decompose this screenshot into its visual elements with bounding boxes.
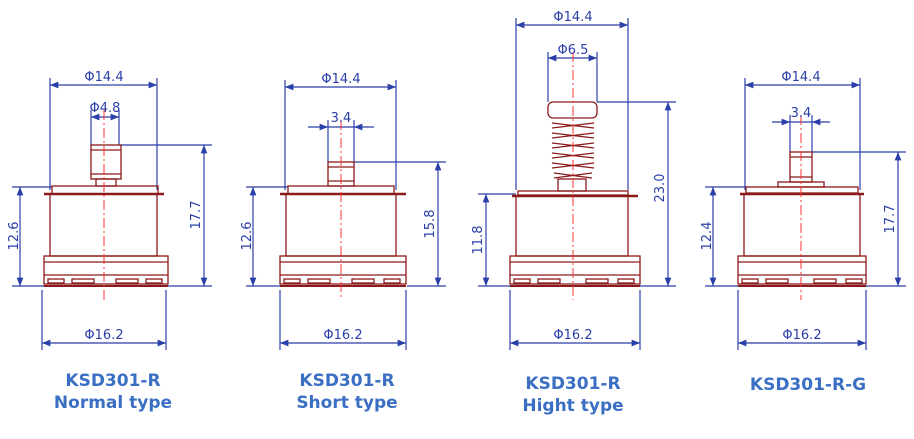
total-height-label: 23.0 [653, 174, 668, 203]
dimension-lines [478, 18, 676, 350]
bottom-diameter-label: Φ16.2 [553, 328, 592, 343]
part-outline [279, 161, 407, 287]
model-name: KSD301-R [65, 371, 161, 391]
total-height-label: 17.7 [883, 205, 898, 234]
stem-diameter-label: Φ4.8 [90, 101, 121, 116]
model-name: KSD301-R [525, 374, 621, 394]
top-diameter-label: Φ14.4 [321, 72, 360, 87]
part-outline [509, 101, 641, 287]
caption-hight-type: KSD301-R Hight type [473, 373, 673, 417]
body-height-label: 11.8 [471, 226, 486, 255]
caption-ksd301-r-g: KSD301-R-G [708, 374, 908, 396]
model-name: KSD301-R-G [749, 375, 867, 395]
part-outline [737, 151, 867, 287]
body-height-label: 12.6 [240, 222, 255, 251]
bottom-diameter-label: Φ16.2 [323, 328, 362, 343]
unit-hight-type: Φ14.4 Φ6.5 Φ16.2 11.8 23.0 [471, 10, 676, 350]
stem-diameter-label: Φ6.5 [558, 43, 589, 58]
bottom-diameter-label: Φ16.2 [782, 328, 821, 343]
dimension-lines [12, 78, 212, 350]
unit-short-type: Φ14.4 3.4 Φ16.2 12.6 15.8 [240, 72, 446, 350]
model-subtitle: Normal type [53, 393, 173, 413]
stem-diameter-label: 3.4 [791, 106, 812, 121]
model-subtitle: Hight type [522, 396, 624, 416]
total-height-label: 17.7 [189, 201, 204, 230]
unit-ksd301-r-g: Φ14.4 3.4 Φ16.2 12.4 17.7 [700, 70, 906, 350]
caption-normal-type: KSD301-R Normal type [13, 370, 213, 414]
model-name: KSD301-R [299, 371, 395, 391]
dimension-lines [705, 78, 906, 350]
body-height-label: 12.4 [700, 222, 715, 251]
body-height-label: 12.6 [7, 222, 22, 251]
total-height-label: 15.8 [423, 210, 438, 239]
stem-diameter-label: 3.4 [331, 111, 352, 126]
model-subtitle: Short type [296, 393, 398, 413]
top-diameter-label: Φ14.4 [781, 70, 820, 85]
bottom-diameter-label: Φ16.2 [84, 328, 123, 343]
part-outline [43, 144, 169, 287]
caption-short-type: KSD301-R Short type [247, 370, 447, 414]
dimension-lines [246, 80, 446, 350]
unit-normal-type: Φ14.4 Φ4.8 Φ16.2 12.6 17.7 [7, 70, 212, 350]
top-diameter-label: Φ14.4 [553, 10, 592, 25]
top-diameter-label: Φ14.4 [84, 70, 123, 85]
